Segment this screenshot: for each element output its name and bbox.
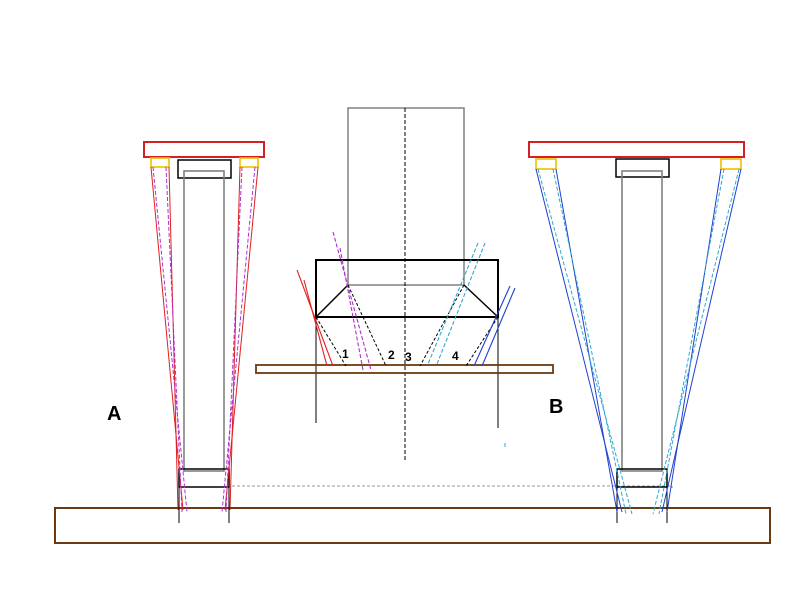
center-detail: 1 2 3 4 bbox=[255, 107, 554, 462]
assembly-b: B bbox=[528, 141, 745, 523]
ray-a-magenta-3 bbox=[221, 166, 256, 513]
top-plate-b bbox=[528, 141, 745, 158]
sample-plate bbox=[255, 364, 554, 374]
top-plate-a bbox=[143, 141, 265, 158]
top-housing-a bbox=[177, 159, 232, 179]
column-b bbox=[621, 170, 663, 472]
bottom-housing-a bbox=[178, 468, 230, 488]
ray-b-blue-2 bbox=[555, 168, 618, 513]
ray-black-1 bbox=[315, 316, 347, 367]
ray-label-3: 3 bbox=[405, 350, 412, 364]
ray-a-magenta-1 bbox=[152, 166, 188, 513]
ray-red-1 bbox=[296, 269, 334, 367]
pad-right-a bbox=[239, 157, 259, 168]
ray-b-cyan-4 bbox=[658, 168, 725, 515]
lens-block bbox=[315, 259, 499, 318]
ray-a-red-3 bbox=[224, 166, 259, 511]
ray-magenta-2 bbox=[339, 247, 364, 371]
trapezoid-left-edge bbox=[315, 284, 349, 318]
column-a bbox=[183, 170, 225, 472]
ray-label-2: 2 bbox=[388, 348, 395, 362]
ray-b-blue-1 bbox=[535, 168, 623, 513]
pad-right-b bbox=[720, 158, 742, 170]
upper-body bbox=[347, 107, 465, 286]
top-housing-b bbox=[615, 158, 670, 178]
ray-b-blue-4 bbox=[666, 168, 722, 513]
label-a: A bbox=[107, 403, 121, 425]
ray-black-3 bbox=[419, 284, 465, 367]
ray-cyan-1 bbox=[427, 242, 479, 365]
ray-a-magenta-2 bbox=[165, 166, 183, 513]
ray-label-4: 4 bbox=[452, 349, 459, 363]
pad-left-a bbox=[150, 157, 170, 168]
trapezoid-right-edge bbox=[463, 284, 499, 318]
ray-b-cyan-3 bbox=[652, 168, 740, 515]
label-b: B bbox=[549, 396, 563, 418]
ray-a-red-1 bbox=[150, 166, 184, 511]
ray-a-red-4 bbox=[229, 166, 241, 511]
ray-red-2 bbox=[303, 279, 328, 367]
ray-blue-1 bbox=[473, 285, 511, 367]
ray-blue-2 bbox=[481, 287, 516, 367]
ray-b-cyan-2 bbox=[552, 168, 627, 515]
bottom-housing-b bbox=[616, 468, 668, 488]
pad-left-b bbox=[535, 158, 557, 170]
assembly-a: A bbox=[107, 141, 265, 523]
ray-a-magenta-4 bbox=[225, 166, 243, 513]
ray-cyan-2 bbox=[436, 242, 486, 365]
ray-b-cyan-1 bbox=[537, 168, 633, 515]
ray-b-blue-3 bbox=[661, 168, 742, 513]
ray-label-1: 1 bbox=[342, 347, 349, 361]
ray-magenta-1 bbox=[332, 231, 372, 371]
base-plate bbox=[54, 507, 771, 544]
